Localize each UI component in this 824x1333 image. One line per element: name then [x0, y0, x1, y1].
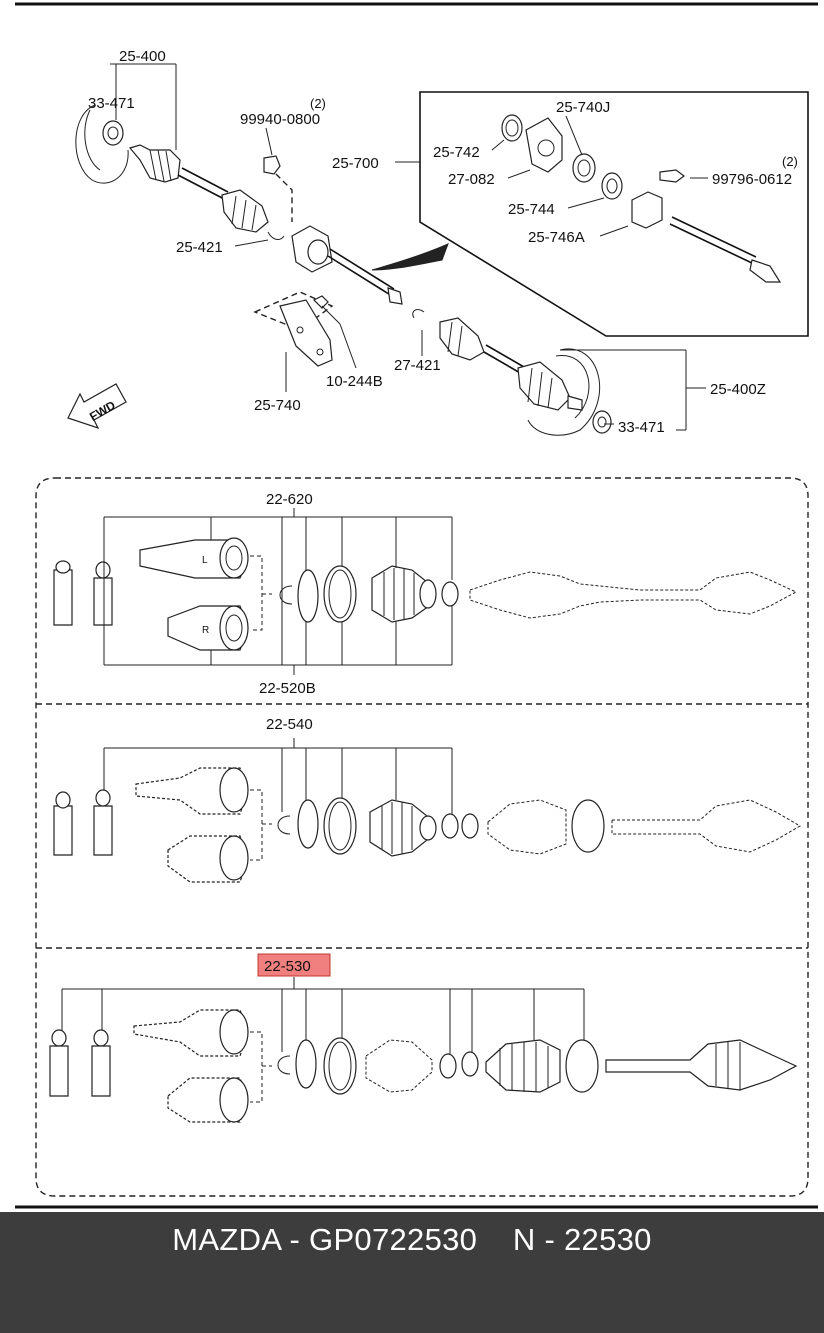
tag-l: L [202, 555, 208, 566]
section-2-callouts: 22-540 [103, 716, 453, 814]
bearing-25-740j [572, 153, 596, 183]
circlip-27-421 [412, 309, 425, 319]
right-inner-joint [439, 317, 485, 361]
label-25-400z: 25-400Z [710, 381, 766, 398]
section-3-drawing [49, 1009, 798, 1123]
bolt-99796 [659, 169, 685, 183]
shaft-end [749, 259, 782, 283]
label-25-700: 25-700 [332, 155, 379, 172]
label-10-244b: 10-244B [326, 373, 383, 390]
left-inner-boot [221, 189, 269, 233]
bracket-25-746a [631, 191, 663, 229]
label-33-471-top: 33-471 [88, 95, 135, 112]
label-22-520b: 22-520B [259, 680, 316, 697]
variants-panel [35, 477, 809, 1197]
hub-nut-left [102, 120, 124, 146]
callout-labels: 25-400 33-471 (2) 99940-0800 25-700 25-7… [87, 48, 798, 436]
top-assembly-drawing [67, 91, 809, 436]
section-1-callouts: 22-620 22-520B [103, 491, 453, 697]
label-33-471-bottom: 33-471 [618, 419, 665, 436]
section-2-drawing [53, 767, 801, 883]
label-25-746a: 25-746A [528, 229, 585, 246]
label-25-742: 25-742 [433, 144, 480, 161]
inset-box [419, 91, 809, 337]
label-22-530: 22-530 [264, 958, 311, 975]
section-1-drawing: L R [53, 537, 798, 651]
callout-lines [110, 63, 708, 431]
footer-part-number: MAZDA - GP0722530 N - 22530 [172, 1222, 652, 1257]
label-25-740: 25-740 [254, 397, 301, 414]
parts-diagram: 25-400 33-471 (2) 99940-0800 25-700 25-7… [15, 2, 818, 1209]
fwd-arrow [67, 383, 127, 430]
footer-bar [0, 1212, 824, 1333]
label-25-740j: 25-740J [556, 99, 610, 116]
seal-25-744 [601, 172, 623, 200]
left-outer-joint [128, 144, 181, 183]
label-99796-qty: (2) [782, 154, 798, 169]
right-outer-boot [517, 361, 571, 411]
label-99796: 99796-0612 [712, 171, 792, 188]
label-99940: 99940-0800 [240, 111, 320, 128]
label-25-421: 25-421 [176, 239, 223, 256]
label-25-744: 25-744 [508, 201, 555, 218]
label-22-620: 22-620 [266, 491, 313, 508]
bolt-10-244b [312, 295, 329, 309]
nut-99940 [263, 155, 281, 175]
bracket-25-740 [279, 299, 333, 367]
circlip-25-421 [267, 231, 285, 240]
seal-25-742 [501, 114, 523, 142]
label-27-082: 27-082 [448, 171, 495, 188]
tag-r: R [202, 625, 209, 636]
bracket-27-082 [525, 117, 563, 173]
pointer-arrow [371, 243, 449, 271]
label-99940-qty: (2) [310, 96, 326, 111]
highlight-box [257, 953, 331, 977]
label-27-421: 27-421 [394, 357, 441, 374]
hub-nut-right [592, 410, 612, 434]
label-25-400: 25-400 [119, 48, 166, 65]
section-3-callouts: 22-530 [61, 953, 585, 1054]
label-22-540: 22-540 [266, 716, 313, 733]
